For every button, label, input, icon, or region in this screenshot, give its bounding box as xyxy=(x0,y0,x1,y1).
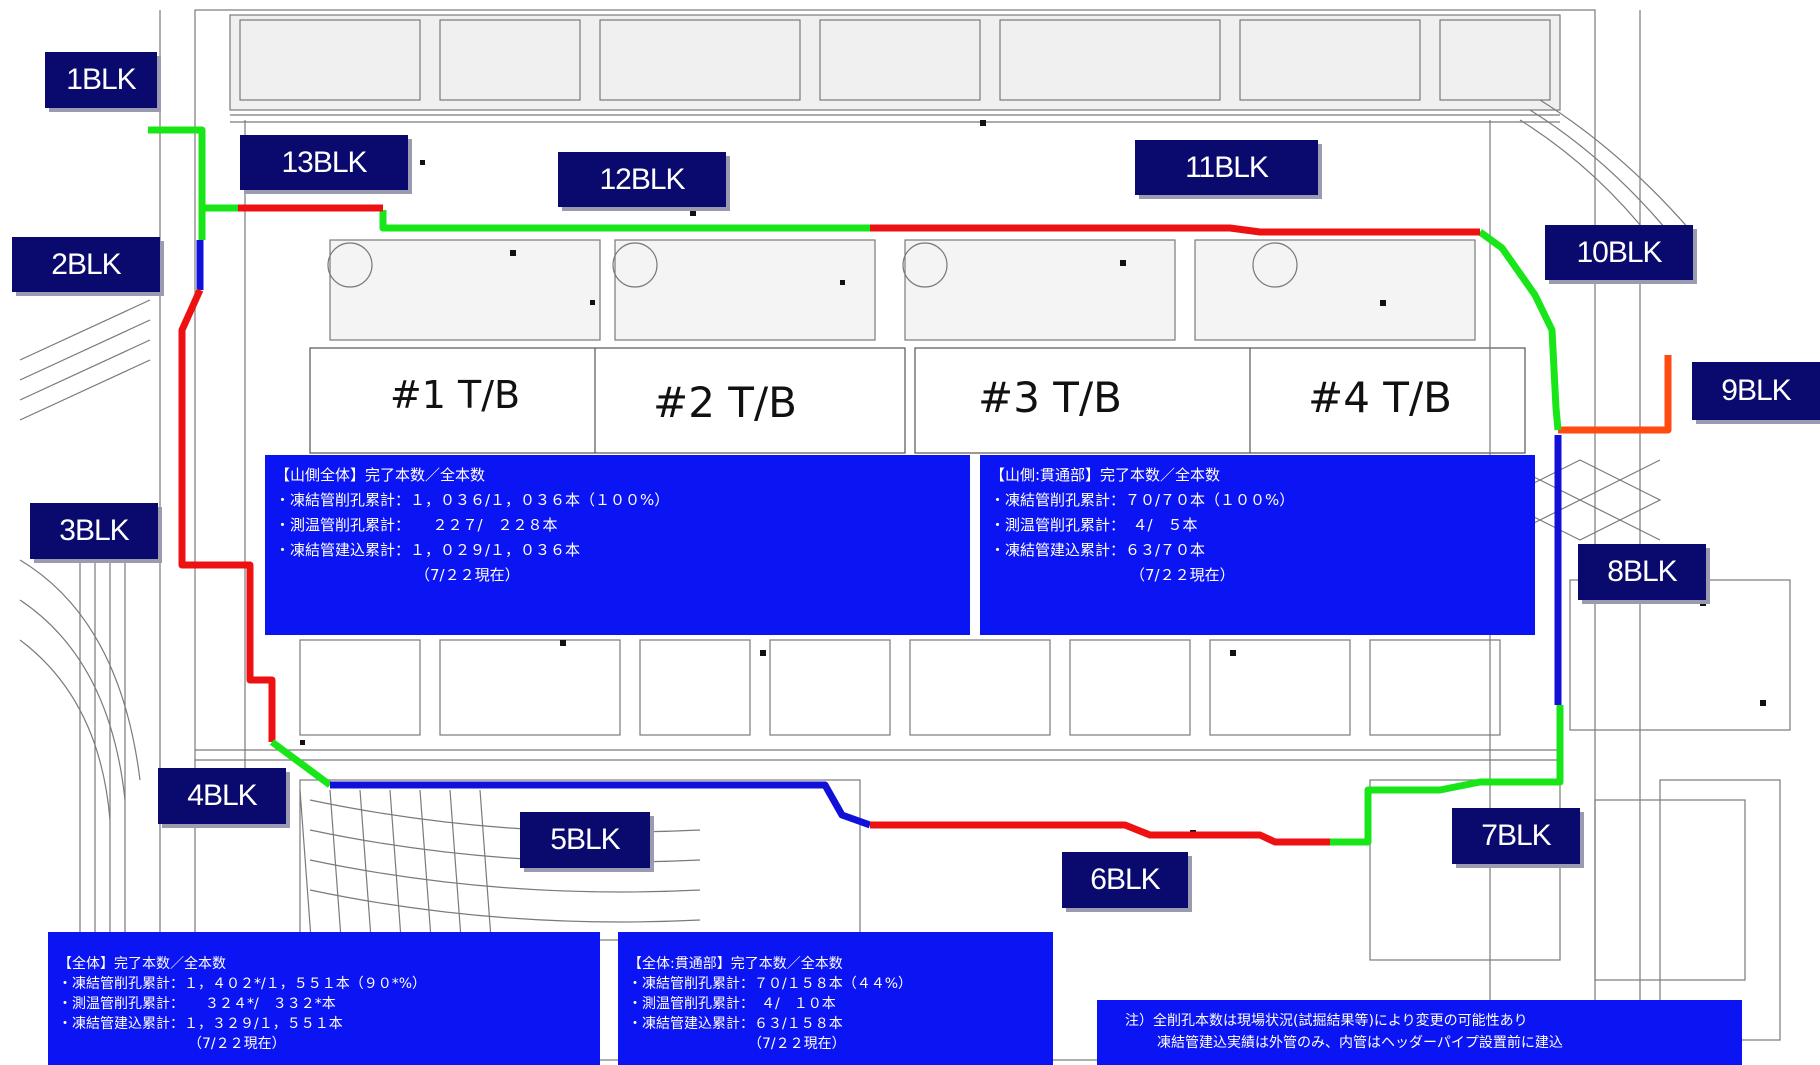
block-label-3blk: 3BLK xyxy=(30,503,158,559)
freeze-pipe-install-total: ・凍結管建込累計：１，０２９/１，０３６本 xyxy=(275,541,581,559)
building-label-3tb: #3 T/B xyxy=(978,373,1122,422)
panel-title: 【全体:貫通部】完了本数／全本数 xyxy=(628,956,843,972)
note-line-1: 注）全削孔本数は現場状況(試掘結果等)により変更の可能性あり xyxy=(1125,1013,1528,1029)
site-drawing-background xyxy=(19,9,1791,1061)
freeze-pipe-drilling-total: ・凍結管削孔累計：１，０３６/１，０３６本（１００%） xyxy=(275,491,670,509)
freeze-pipe-install-total: ・凍結管建込累計：６３/１５８本 xyxy=(628,1016,843,1032)
frozen-wall-route xyxy=(148,126,1672,846)
as-of-date: （7/２２現在） xyxy=(415,566,520,584)
freeze-pipe-drilling-total: ・凍結管削孔累計：７０/１５８本（４４%） xyxy=(628,976,913,992)
block-label-1blk: 1BLK xyxy=(45,52,157,108)
as-of-date: （7/２２現在） xyxy=(748,1036,846,1052)
block-label-11blk: 11BLK xyxy=(1135,140,1318,195)
panel-overall-through: 【全体:貫通部】完了本数／全本数 ・凍結管削孔累計：７０/１５８本（４４%） ・… xyxy=(618,932,1053,1065)
freeze-pipe-install-total: ・凍結管建込累計：６３/７０本 xyxy=(990,541,1206,559)
panel-overall: 【全体】完了本数／全本数 ・凍結管削孔累計：１，４０２*/１，５５１本（９０*%… xyxy=(48,932,600,1065)
block-label-4blk: 4BLK xyxy=(158,768,286,824)
block-label-7blk: 7BLK xyxy=(1452,808,1580,864)
wall-segment-1blk xyxy=(148,126,206,212)
block-label-12blk: 12BLK xyxy=(558,152,726,207)
as-of-date: （7/２２現在） xyxy=(1130,566,1235,584)
block-label-2blk: 2BLK xyxy=(12,237,160,292)
block-label-10blk: 10BLK xyxy=(1545,225,1693,280)
block-label-8blk: 8BLK xyxy=(1578,544,1706,600)
freeze-pipe-install-total: ・凍結管建込累計：１，３２９/１，５５１本 xyxy=(58,1016,343,1032)
wall-segment-12blk xyxy=(379,210,870,232)
wall-segment-9blk xyxy=(1558,355,1672,434)
as-of-date: （7/２２現在） xyxy=(188,1036,286,1052)
panel-title: 【山側:貫通部】完了本数／全本数 xyxy=(990,466,1221,484)
wall-segment-10blk xyxy=(1477,229,1562,431)
block-label-9blk: 9BLK xyxy=(1692,362,1820,420)
wall-segment-6blk xyxy=(870,821,1330,846)
temp-pipe-drilling-total: ・測温管削孔累計： ４/ １０本 xyxy=(628,996,836,1012)
wall-segment-7blk xyxy=(1330,705,1564,846)
wall-segment-11blk xyxy=(870,224,1480,236)
temp-pipe-drilling-total: ・測温管削孔累計： ２２７/ ２２８本 xyxy=(275,516,558,534)
freeze-pipe-drilling-total: ・凍結管削孔累計：７０/７０本（１００%） xyxy=(990,491,1295,509)
note-box: 注）全削孔本数は現場状況(試掘結果等)により変更の可能性あり 凍結管建込実績は外… xyxy=(1097,1000,1742,1065)
note-line-2: 凍結管建込実績は外管のみ、内管はヘッダーパイプ設置前に建込 xyxy=(1157,1035,1563,1051)
wall-segment-3blk xyxy=(178,288,276,742)
panel-title: 【全体】完了本数／全本数 xyxy=(58,956,226,972)
wall-segment-5blk xyxy=(330,781,872,829)
wall-segment-4blk xyxy=(269,739,333,788)
panel-title: 【山側全体】完了本数／全本数 xyxy=(275,466,486,484)
block-label-5blk: 5BLK xyxy=(520,812,650,868)
block-label-13blk: 13BLK xyxy=(240,135,408,190)
building-label-2tb: #2 T/B xyxy=(653,378,797,427)
temp-pipe-drilling-total: ・測温管削孔累計： ３２４*/ ３３２*本 xyxy=(58,996,336,1012)
block-label-6blk: 6BLK xyxy=(1062,852,1188,908)
building-label-1tb: #1 T/B xyxy=(389,373,521,417)
temp-pipe-drilling-total: ・測温管削孔累計： ４/ ５本 xyxy=(990,516,1198,534)
panel-mountain-through: 【山側:貫通部】完了本数／全本数 ・凍結管削孔累計：７０/７０本（１００%） ・… xyxy=(980,455,1535,635)
panel-mountain-all: 【山側全体】完了本数／全本数 ・凍結管削孔累計：１，０３６/１，０３６本（１００… xyxy=(265,455,970,635)
building-label-4tb: #4 T/B xyxy=(1308,373,1452,422)
freeze-pipe-drilling-total: ・凍結管削孔累計：１，４０２*/１，５５１本（９０*%） xyxy=(58,976,427,992)
